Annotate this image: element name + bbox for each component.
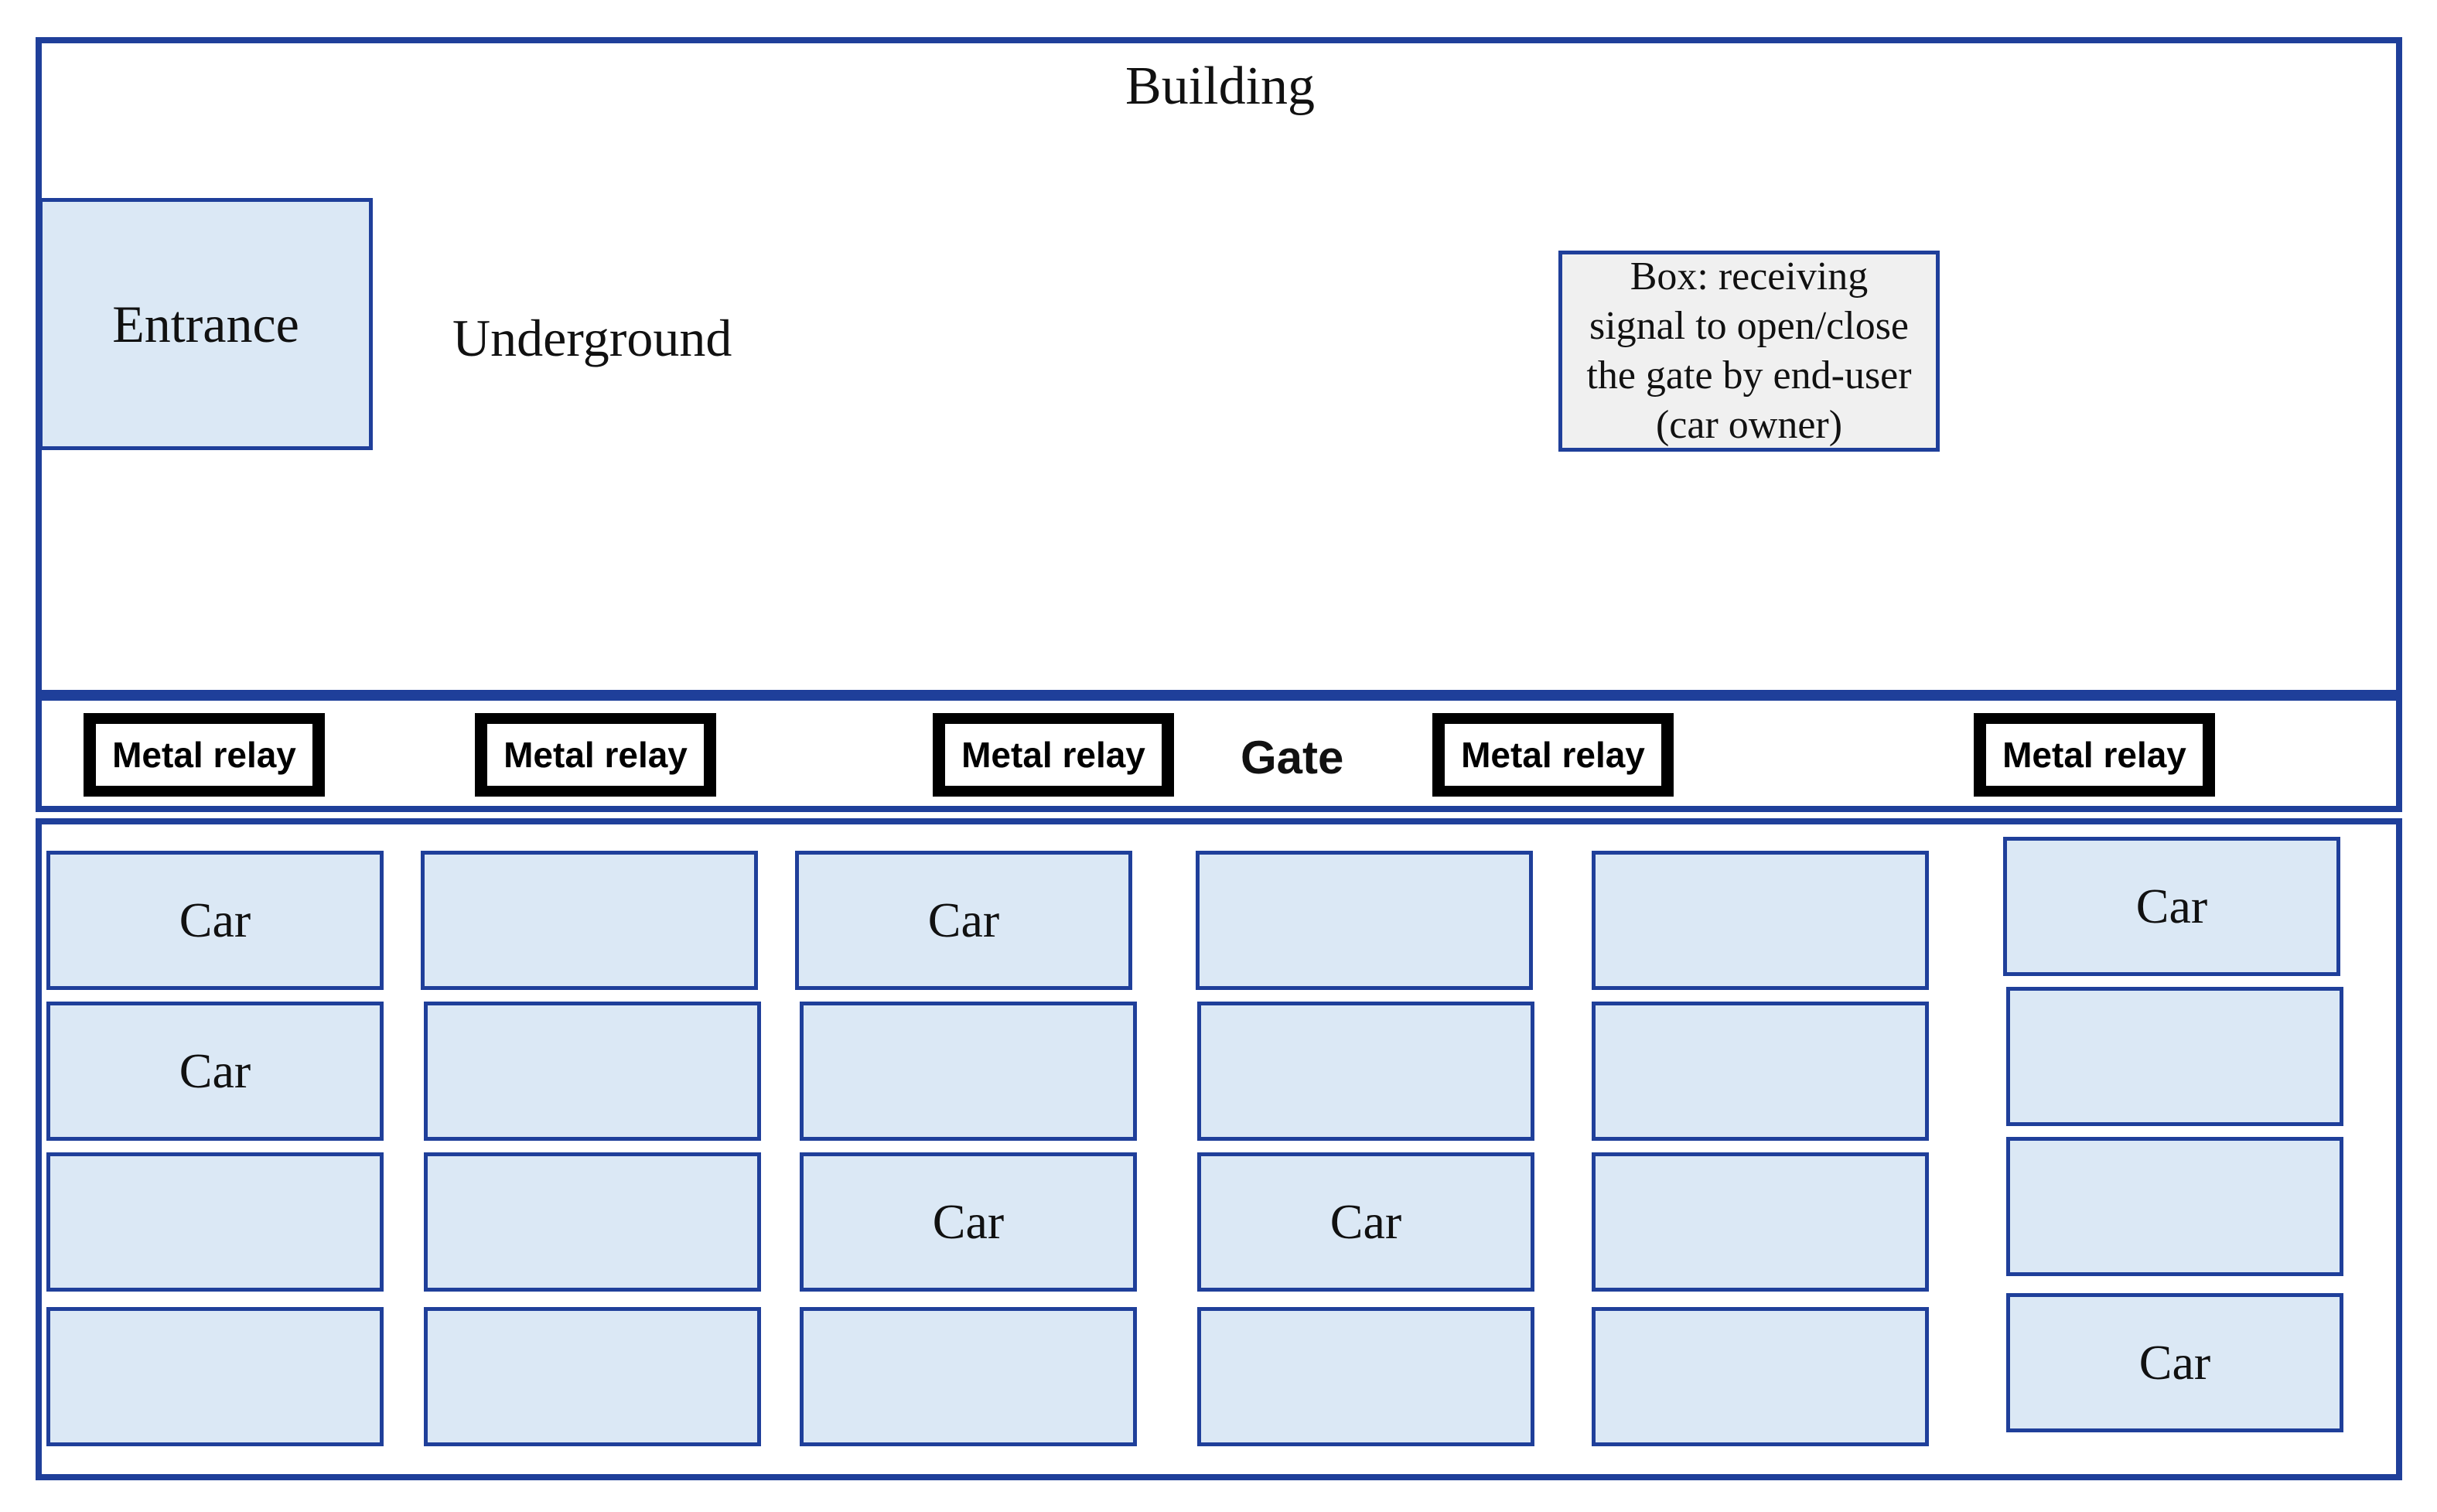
metal-relay: Metal relay: [475, 713, 716, 797]
parking-slot: [1197, 1307, 1534, 1446]
parking-slot: [1196, 851, 1533, 990]
box-label-line: the gate by end-user: [1586, 353, 1912, 398]
signal-receiver-box: Box: receiving signal to open/close the …: [1558, 251, 1940, 452]
parking-slot: [1592, 1307, 1929, 1446]
parking-slot: [2006, 1137, 2343, 1276]
parking-slot: Car: [1197, 1152, 1534, 1292]
metal-relay: Metal relay: [933, 713, 1174, 797]
parking-slot: Car: [2006, 1293, 2343, 1432]
parking-slot: Car: [795, 851, 1132, 990]
slot-label: Car: [179, 1043, 251, 1098]
slot-label: Car: [2135, 879, 2208, 933]
slot-label: Car: [927, 893, 1000, 947]
parking-slot: [424, 1307, 761, 1446]
metal-relay-label: Metal relay: [487, 724, 704, 786]
slot-label: Car: [2138, 1335, 2211, 1390]
parking-slot: [2006, 987, 2343, 1126]
box-label-line: (car owner): [1655, 403, 1843, 447]
parking-slot: Car: [800, 1152, 1137, 1292]
parking-slot: Car: [46, 851, 384, 990]
metal-relay: Metal relay: [84, 713, 325, 797]
metal-relay: Metal relay: [1432, 713, 1674, 797]
metal-relay: Metal relay: [1974, 713, 2215, 797]
parking-slot: [1592, 1002, 1929, 1141]
slot-label: Car: [1329, 1194, 1402, 1249]
box-label-line: signal to open/close: [1589, 304, 1910, 348]
parking-slot: [1197, 1002, 1534, 1141]
metal-relay-label: Metal relay: [945, 724, 1162, 786]
entrance-box: Entrance: [39, 198, 373, 450]
slot-label: Car: [179, 893, 251, 947]
parking-slot: [424, 1152, 761, 1292]
metal-relay-label: Metal relay: [1986, 724, 2203, 786]
building-title: Building: [1125, 56, 1316, 116]
underground-label: Underground: [452, 309, 732, 367]
gate-label: Gate: [1241, 732, 1344, 783]
parking-slot: Car: [46, 1002, 384, 1141]
parking-slot: [800, 1002, 1137, 1141]
parking-slot: [424, 1002, 761, 1141]
parking-slot: [800, 1307, 1137, 1446]
entrance-label: Entrance: [112, 294, 299, 353]
parking-slot: [421, 851, 758, 990]
parking-slot: [46, 1307, 384, 1446]
parking-slot: Car: [2003, 837, 2340, 976]
parking-slot: [1592, 1152, 1929, 1292]
parking-slot: [1592, 851, 1929, 990]
box-label-line: Box: receiving: [1630, 254, 1869, 299]
metal-relay-label: Metal relay: [96, 724, 312, 786]
building-area: [36, 37, 2402, 696]
slot-label: Car: [932, 1194, 1005, 1249]
parking-slot: [46, 1152, 384, 1292]
metal-relay-label: Metal relay: [1445, 724, 1661, 786]
